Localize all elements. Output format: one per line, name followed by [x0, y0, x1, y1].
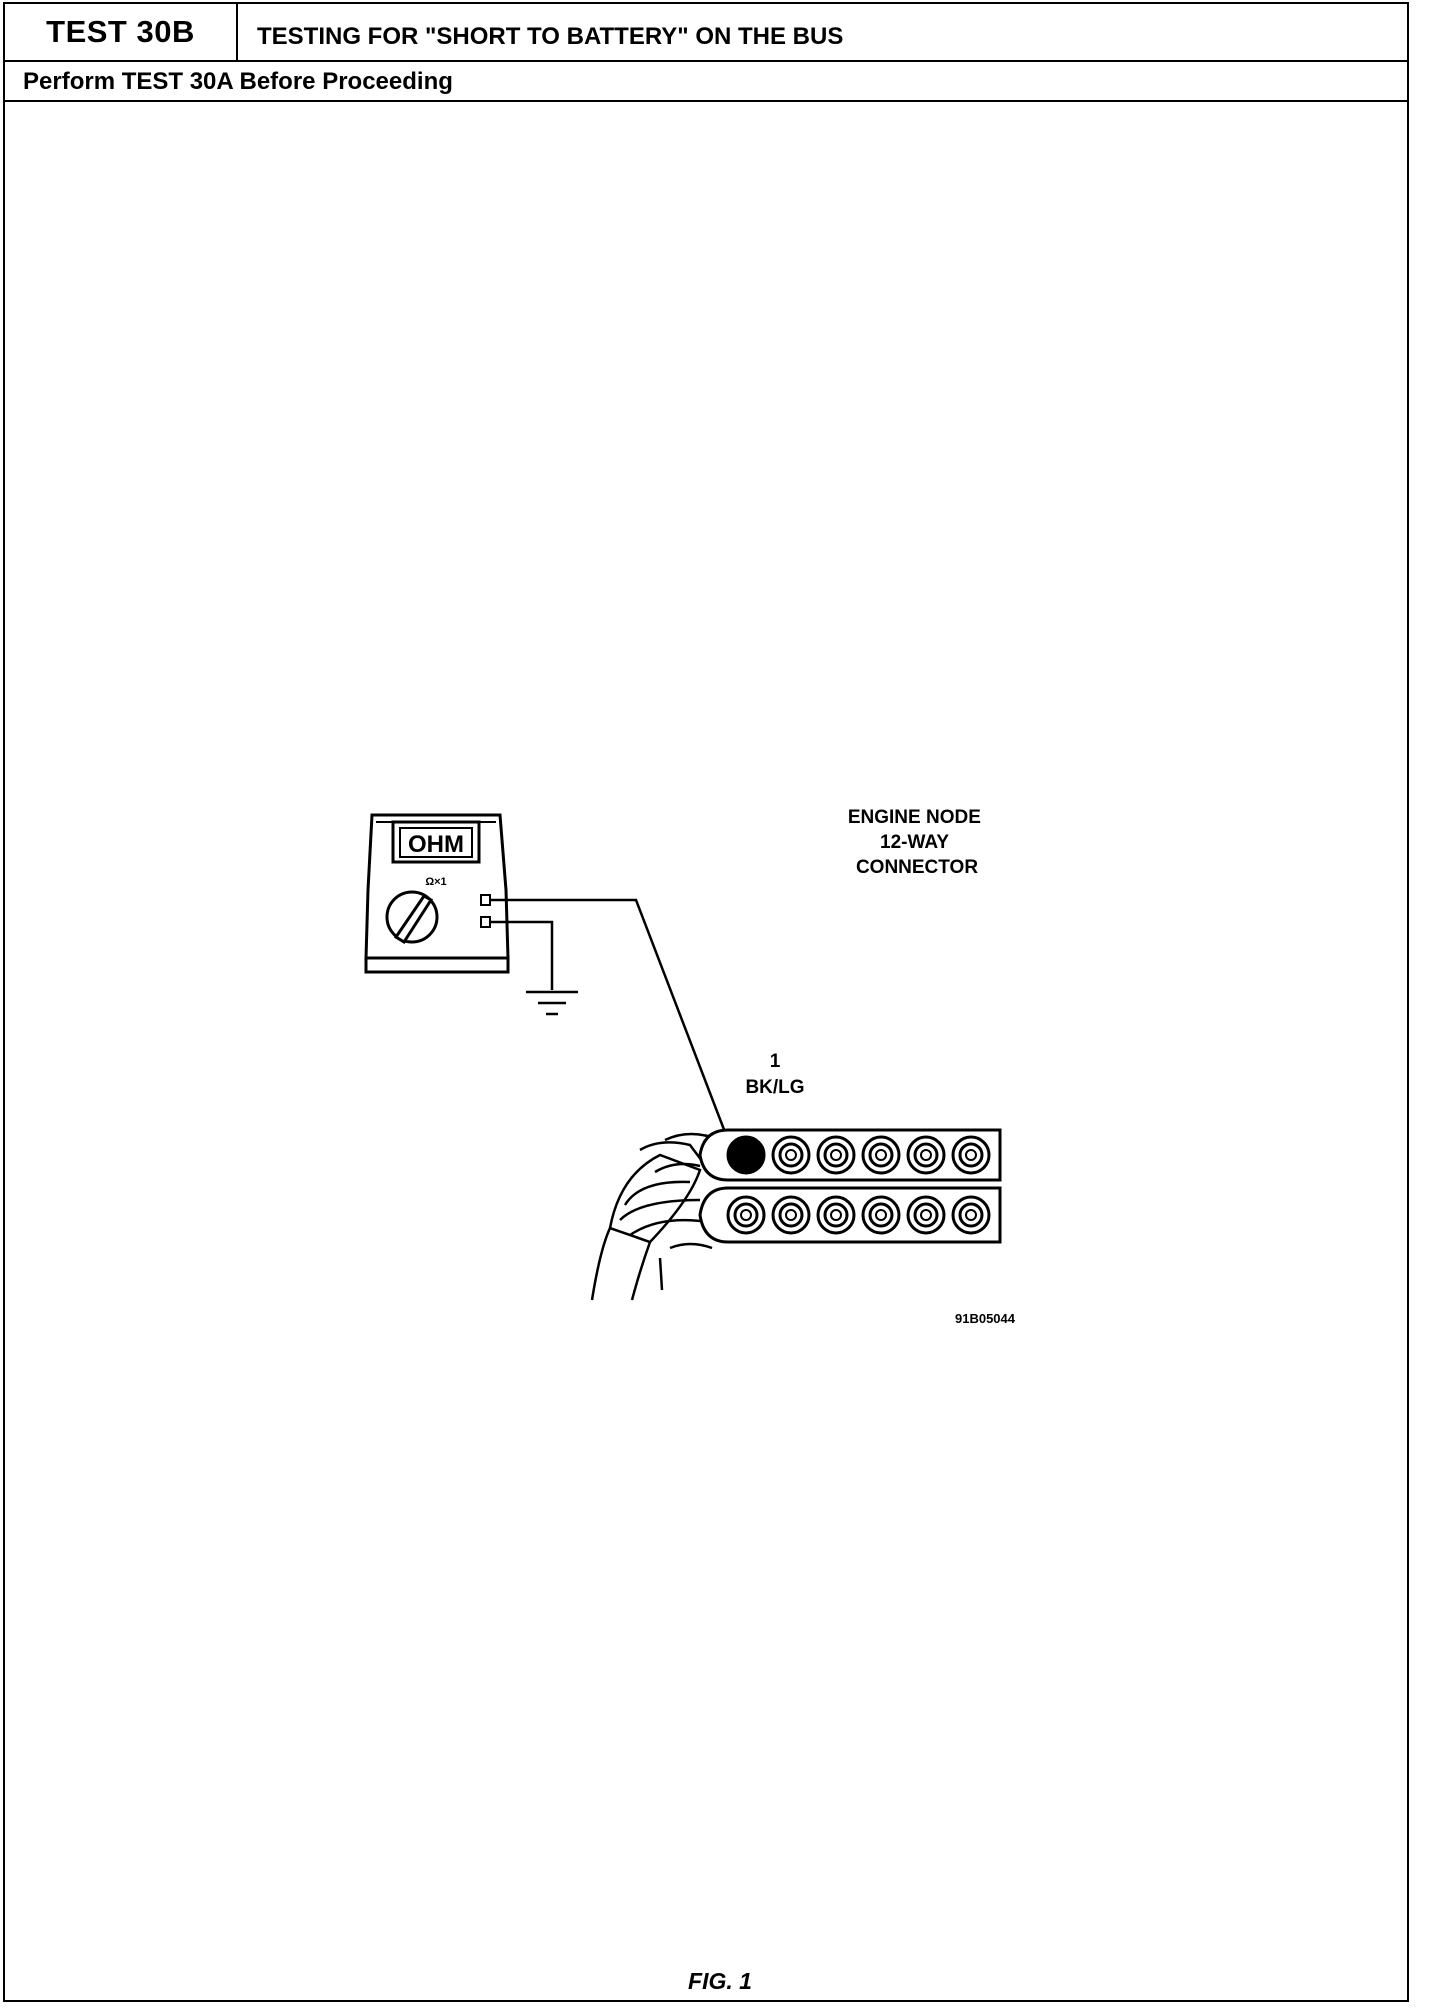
connector-pins-bottom-row [726, 1195, 991, 1235]
pin-number-label: 1 [770, 1051, 781, 1072]
test-id: TEST 30B [5, 4, 238, 60]
connector-pin [951, 1195, 991, 1235]
ohmmeter: OHM Ω×1 [364, 813, 510, 974]
ground-symbol [526, 990, 578, 1016]
connector-label-line-1: ENGINE NODE [848, 807, 981, 828]
meter-jack-common [480, 916, 491, 928]
connector-pin [861, 1195, 901, 1235]
page-frame: TEST 30B TESTING FOR "SHORT TO BATTERY" … [3, 2, 1409, 2002]
prerequisite-text: Perform TEST 30A Before Proceeding [23, 68, 453, 95]
test-leads [490, 898, 730, 1141]
connector-pin [771, 1195, 811, 1235]
connector-label: ENGINE NODE 12-WAY CONNECTOR [848, 807, 986, 878]
figure-caption: FIG. 1 [688, 1968, 752, 1994]
connector-pin [861, 1135, 901, 1175]
prerequisite-row: Perform TEST 30A Before Proceeding [5, 62, 1407, 102]
connector-pin [951, 1135, 991, 1175]
connector-pin [906, 1195, 946, 1235]
connector-pin [726, 1195, 766, 1235]
connector-pin [816, 1195, 856, 1235]
connector-pins-top-row [726, 1135, 991, 1175]
test-title: TESTING FOR "SHORT TO BATTERY" ON THE BU… [257, 23, 844, 50]
meter-display-text: OHM [408, 831, 464, 858]
connector-label-line-2: 12-WAY [880, 832, 949, 853]
connector-pin [906, 1135, 946, 1175]
wire-color-label: BK/LG [745, 1077, 804, 1098]
connector-pin [771, 1135, 811, 1175]
connector-pin-1-highlighted [726, 1135, 766, 1175]
meter-jack-positive [480, 894, 491, 906]
connector-pin [816, 1135, 856, 1175]
figure-part-number: 91B05044 [955, 1311, 1016, 1326]
meter-range-label: Ω×1 [425, 876, 446, 888]
connector-label-line-3: CONNECTOR [856, 857, 978, 878]
connector-12-way [698, 1128, 1002, 1244]
header-row: TEST 30B TESTING FOR "SHORT TO BATTERY" … [5, 4, 1407, 62]
